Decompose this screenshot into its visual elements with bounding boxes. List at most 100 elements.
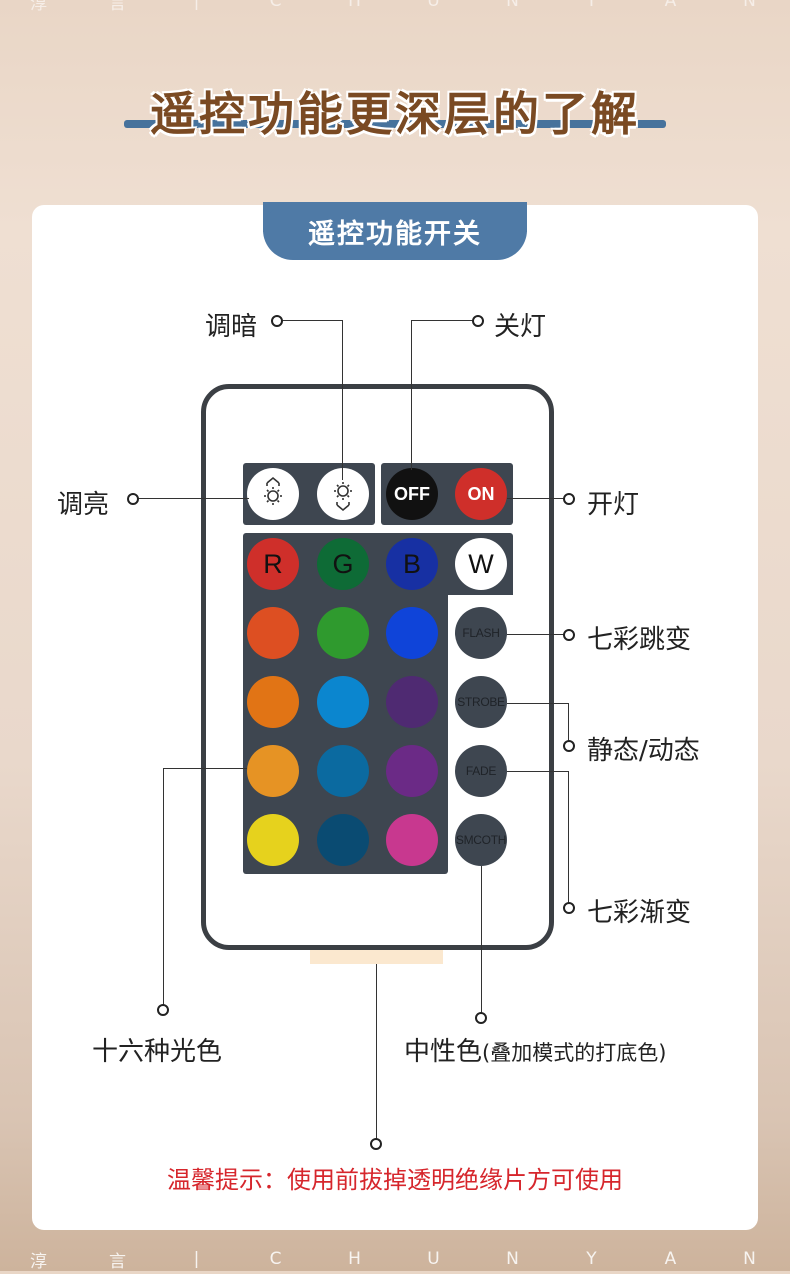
section-tab: 遥控功能开关 xyxy=(263,202,527,260)
color-button[interactable] xyxy=(247,676,299,728)
brand-char: H xyxy=(348,0,363,11)
brand-char: 言 xyxy=(109,0,128,14)
leader-line xyxy=(376,964,377,1140)
leader-dot xyxy=(563,740,575,752)
leader-line xyxy=(163,768,247,769)
brand-char: C xyxy=(269,1249,284,1269)
brand-char: H xyxy=(348,1249,363,1269)
blue-button[interactable]: B xyxy=(386,538,438,590)
label-flash: 七彩跳变 xyxy=(587,625,692,655)
on-button[interactable]: ON xyxy=(455,468,507,520)
label-on: 开灯 xyxy=(587,490,640,520)
leader-line xyxy=(507,498,565,499)
leader-line xyxy=(568,771,569,903)
dim-down-button[interactable] xyxy=(317,468,369,520)
green-button[interactable]: G xyxy=(317,538,369,590)
leader-dot xyxy=(157,1004,169,1016)
label-dim: 调暗 xyxy=(205,312,258,342)
brand-char: N xyxy=(743,1249,758,1269)
brand-char: U xyxy=(427,0,442,11)
leader-line xyxy=(411,320,475,321)
label-bright: 调亮 xyxy=(57,490,110,520)
label-off: 关灯 xyxy=(494,312,547,342)
red-button-label: R xyxy=(263,548,283,579)
white-button[interactable]: W xyxy=(455,538,507,590)
color-button[interactable] xyxy=(317,676,369,728)
label-sixteen-colors: 十六种光色 xyxy=(92,1037,223,1067)
leader-dot xyxy=(271,315,283,327)
flash-button[interactable]: FLASH xyxy=(455,607,507,659)
brightness-up-icon xyxy=(264,476,282,505)
color-button[interactable] xyxy=(386,676,438,728)
brand-char: 淳 xyxy=(30,1251,49,1272)
leader-dot xyxy=(472,315,484,327)
leader-line xyxy=(137,498,249,499)
leader-line xyxy=(281,320,343,321)
leader-line xyxy=(163,768,164,1006)
brand-char: 淳 xyxy=(30,0,49,14)
green-button-label: G xyxy=(332,548,354,579)
brand-char: Y xyxy=(586,0,599,11)
leader-line xyxy=(507,703,569,704)
color-button[interactable] xyxy=(317,814,369,866)
off-button-label: OFF xyxy=(394,483,430,504)
color-button[interactable] xyxy=(317,745,369,797)
label-neutral-main: 中性色 xyxy=(404,1037,483,1067)
fade-button[interactable]: FADE xyxy=(455,745,507,797)
smooth-button-label: SMCOTH xyxy=(455,833,507,847)
color-button[interactable] xyxy=(247,607,299,659)
leader-dot xyxy=(127,493,139,505)
title-underline xyxy=(124,120,666,128)
brand-strip-top: 淳 言 | C H U N Y A N xyxy=(0,0,790,16)
warning-text: 温馨提示：使用前拔掉透明绝缘片方可使用 xyxy=(167,1166,623,1194)
color-button[interactable] xyxy=(317,607,369,659)
color-button[interactable] xyxy=(247,745,299,797)
on-button-label: ON xyxy=(467,483,495,504)
brand-char: N xyxy=(506,1249,521,1269)
leader-dot xyxy=(370,1138,382,1150)
brand-char: N xyxy=(743,0,758,11)
leader-line xyxy=(411,320,412,470)
leader-dot xyxy=(563,493,575,505)
blue-button-label: B xyxy=(402,548,421,579)
color-button[interactable] xyxy=(386,814,438,866)
dim-up-button[interactable] xyxy=(247,468,299,520)
red-button[interactable]: R xyxy=(247,538,299,590)
flash-button-label: FLASH xyxy=(462,626,500,640)
brand-char: C xyxy=(269,0,284,11)
brightness-down-icon xyxy=(334,482,352,512)
color-button[interactable] xyxy=(386,607,438,659)
leader-line xyxy=(568,703,569,741)
brand-char: N xyxy=(506,0,521,11)
white-button-label: W xyxy=(468,548,494,579)
color-button[interactable] xyxy=(247,814,299,866)
label-neutral-sub: (叠加模式的打底色) xyxy=(482,1041,667,1065)
brand-char: A xyxy=(664,0,679,11)
leader-dot xyxy=(563,629,575,641)
leader-line xyxy=(507,634,565,635)
brand-char: A xyxy=(664,1249,679,1269)
label-neutral: 中性色(叠加模式的打底色) xyxy=(404,1031,666,1068)
section-tab-label: 遥控功能开关 xyxy=(308,218,482,250)
strobe-button[interactable]: STROBE xyxy=(455,676,507,728)
brand-strip-bottom: 淳 言 | C H U N Y A N xyxy=(0,1244,790,1274)
brand-char: | xyxy=(193,0,202,11)
smooth-button[interactable]: SMCOTH xyxy=(455,814,507,866)
label-static-dynamic: 静态/动态 xyxy=(587,736,700,766)
leader-line xyxy=(481,866,482,1014)
strobe-button-label: STROBE xyxy=(457,695,505,709)
color-button[interactable] xyxy=(386,745,438,797)
page-title: 遥控功能更深层的了解 xyxy=(150,87,640,141)
brand-char: 言 xyxy=(109,1251,128,1272)
brand-char: Y xyxy=(586,1249,599,1269)
brand-char: U xyxy=(427,1249,442,1269)
leader-dot xyxy=(475,1012,487,1024)
label-fade: 七彩渐变 xyxy=(587,898,692,928)
leader-dot xyxy=(563,902,575,914)
fade-button-label: FADE xyxy=(465,764,497,778)
leader-line xyxy=(342,320,343,480)
off-button[interactable]: OFF xyxy=(386,468,438,520)
leader-line xyxy=(507,771,569,772)
insulation-tab xyxy=(310,950,443,964)
brand-char: | xyxy=(193,1249,202,1269)
